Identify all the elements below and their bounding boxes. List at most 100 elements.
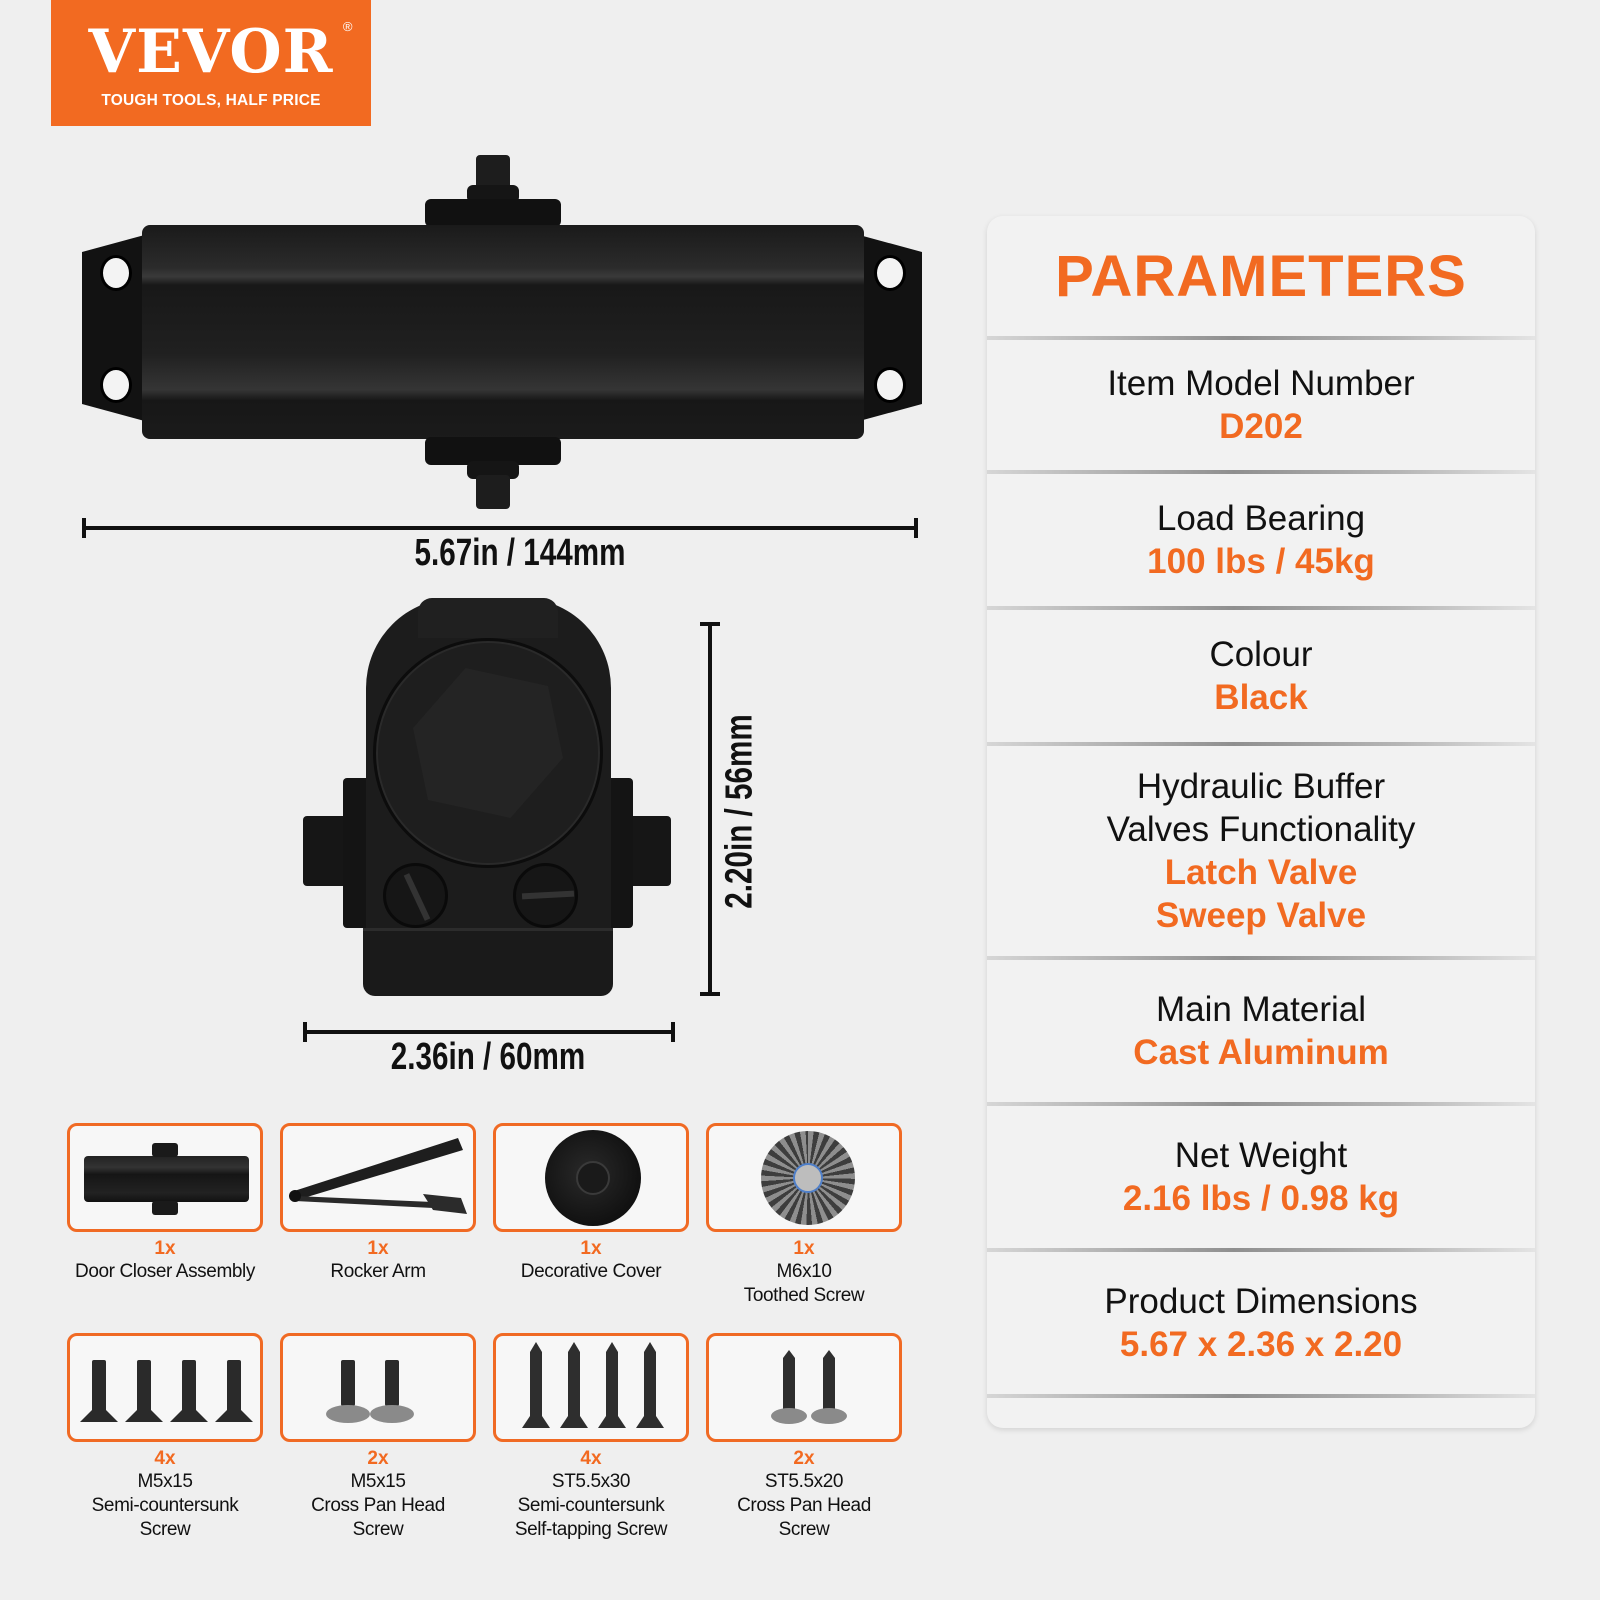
countersunk-screw-icon xyxy=(80,1360,253,1422)
accessory-name: Cross Pan Head xyxy=(311,1495,445,1516)
latch-valve-screw xyxy=(383,863,448,928)
decorative-cover-center xyxy=(576,1161,610,1195)
param-value: 5.67 x 2.36 x 2.20 xyxy=(1119,1325,1403,1364)
accessory-image-frame xyxy=(280,1333,476,1442)
param-label: Net Weight xyxy=(1174,1136,1348,1175)
param-value: 2.16 lbs / 0.98 kg xyxy=(1122,1179,1400,1218)
param-label: Valves Functionality xyxy=(1106,810,1416,849)
param-row-model: Item Model Number D202 xyxy=(987,340,1535,470)
accessory-qty: 2x xyxy=(367,1448,389,1469)
rocker-arm-icon xyxy=(289,1138,467,1214)
divider xyxy=(987,1102,1535,1106)
param-label: Load Bearing xyxy=(1156,499,1366,538)
mount-hole xyxy=(100,367,132,403)
accessory-name: ST5.5x30 xyxy=(551,1471,631,1492)
toothed-screw-hub xyxy=(793,1163,823,1193)
divider xyxy=(987,956,1535,960)
accessory-image-frame xyxy=(706,1123,902,1232)
accessory-image-frame xyxy=(706,1333,902,1442)
param-label: Hydraulic Buffer xyxy=(1136,767,1386,806)
divider xyxy=(987,606,1535,610)
self-tapping-screw-icon xyxy=(522,1342,664,1428)
width-dimension-line xyxy=(82,518,918,538)
accessory-name: M5x15 xyxy=(350,1471,406,1492)
param-value: D202 xyxy=(1219,407,1303,446)
brand-wordmark: VEVOR ® xyxy=(89,20,353,82)
spindle-bottom-nut xyxy=(467,461,519,479)
param-row-load-bearing: Load Bearing 100 lbs / 45kg xyxy=(987,474,1535,606)
accessory-name: Semi-countersunk xyxy=(91,1495,239,1516)
param-label: Item Model Number xyxy=(1107,364,1415,403)
brand-tagline: TOUGH TOOLS, HALF PRICE xyxy=(101,92,321,109)
side-width-dimension-label: 2.36in / 60mm xyxy=(390,1036,586,1078)
mount-hole xyxy=(874,255,906,291)
brand-name: VEVOR xyxy=(88,17,334,87)
registered-mark: ® xyxy=(342,19,354,34)
param-value: Black xyxy=(1214,678,1308,717)
height-dimension-line xyxy=(700,622,720,996)
accessory-name: M6x10 xyxy=(776,1261,832,1282)
mount-hole xyxy=(100,255,132,291)
mount-hole xyxy=(874,367,906,403)
accessory-m5x15-pan-head: 2x M5x15 Cross Pan Head Screw xyxy=(280,1333,476,1542)
divider xyxy=(987,1248,1535,1252)
side-width-dimension-line xyxy=(303,1022,675,1042)
accessory-name: Self-tapping Screw xyxy=(514,1519,668,1540)
divider xyxy=(987,1394,1535,1398)
door-closer-icon-spindle-top xyxy=(152,1143,178,1157)
parameters-panel: PARAMETERS Item Model Number D202 Load B… xyxy=(987,216,1535,1428)
param-value: Cast Aluminum xyxy=(1133,1033,1389,1072)
door-closer-icon xyxy=(84,1156,249,1202)
accessory-name: Screw xyxy=(352,1519,404,1540)
param-label: Main Material xyxy=(1155,990,1367,1029)
accessory-image-frame xyxy=(67,1123,263,1232)
door-closer-side-view xyxy=(303,598,673,1013)
spindle-bottom-base xyxy=(425,437,561,465)
divider xyxy=(987,470,1535,474)
param-label: Product Dimensions xyxy=(1104,1282,1418,1321)
param-row-net-weight: Net Weight 2.16 lbs / 0.98 kg xyxy=(987,1106,1535,1248)
accessory-qty: 1x xyxy=(793,1238,815,1259)
param-value: Latch Valve xyxy=(1164,853,1358,892)
param-row-dimensions: Product Dimensions 5.67 x 2.36 x 2.20 xyxy=(987,1252,1535,1394)
divider xyxy=(987,742,1535,746)
parameters-title: PARAMETERS xyxy=(1055,243,1467,309)
cylinder-body xyxy=(142,225,864,439)
param-row-valves: Hydraulic Buffer Valves Functionality La… xyxy=(987,746,1535,956)
spindle-top-base xyxy=(425,199,561,227)
accessory-qty: 4x xyxy=(154,1448,176,1469)
accessory-toothed-screw: 1x M6x10 Toothed Screw xyxy=(706,1123,902,1308)
accessory-qty: 2x xyxy=(793,1448,815,1469)
pan-head-screw-icon xyxy=(326,1360,414,1423)
param-row-material: Main Material Cast Aluminum xyxy=(987,960,1535,1102)
accessory-image-frame xyxy=(67,1333,263,1442)
length-dimension-label: 5.67in / 144mm xyxy=(414,532,626,574)
brand-logo: VEVOR ® TOUGH TOOLS, HALF PRICE xyxy=(51,0,371,126)
accessory-name: Door Closer Assembly xyxy=(75,1261,255,1282)
accessory-st5-5x20-pan-head: 2x ST5.5x20 Cross Pan Head Screw xyxy=(706,1333,902,1542)
accessory-name: Cross Pan Head xyxy=(737,1495,871,1516)
accessory-name: Screw xyxy=(778,1519,830,1540)
accessory-decorative-cover: 1x Decorative Cover xyxy=(493,1123,689,1284)
accessory-name: Toothed Screw xyxy=(743,1285,865,1306)
divider xyxy=(987,336,1535,340)
param-value: 100 lbs / 45kg xyxy=(1147,542,1375,581)
param-row-colour: Colour Black xyxy=(987,610,1535,742)
accessory-name: Screw xyxy=(139,1519,191,1540)
spindle-bottom xyxy=(476,475,510,509)
door-closer-icon-spindle-bottom xyxy=(152,1201,178,1215)
param-value: Sweep Valve xyxy=(1155,896,1367,935)
sweep-valve-screw xyxy=(513,863,578,928)
accessory-qty: 1x xyxy=(367,1238,389,1259)
accessory-qty: 1x xyxy=(154,1238,176,1259)
accessory-image-frame xyxy=(280,1123,476,1232)
mounting-base xyxy=(363,928,613,996)
accessory-m5x15-countersunk: 4x M5x15 Semi-countersunk Screw xyxy=(67,1333,263,1542)
accessory-rocker-arm: 1x Rocker Arm xyxy=(280,1123,476,1284)
pan-head-tapping-screw-icon xyxy=(771,1350,847,1424)
accessory-door-closer-assembly: 1x Door Closer Assembly xyxy=(67,1123,263,1284)
accessory-name: Semi-countersunk xyxy=(517,1495,665,1516)
spindle-top-nut xyxy=(467,185,519,203)
accessory-name: ST5.5x20 xyxy=(764,1471,844,1492)
accessory-name: Decorative Cover xyxy=(520,1261,662,1282)
